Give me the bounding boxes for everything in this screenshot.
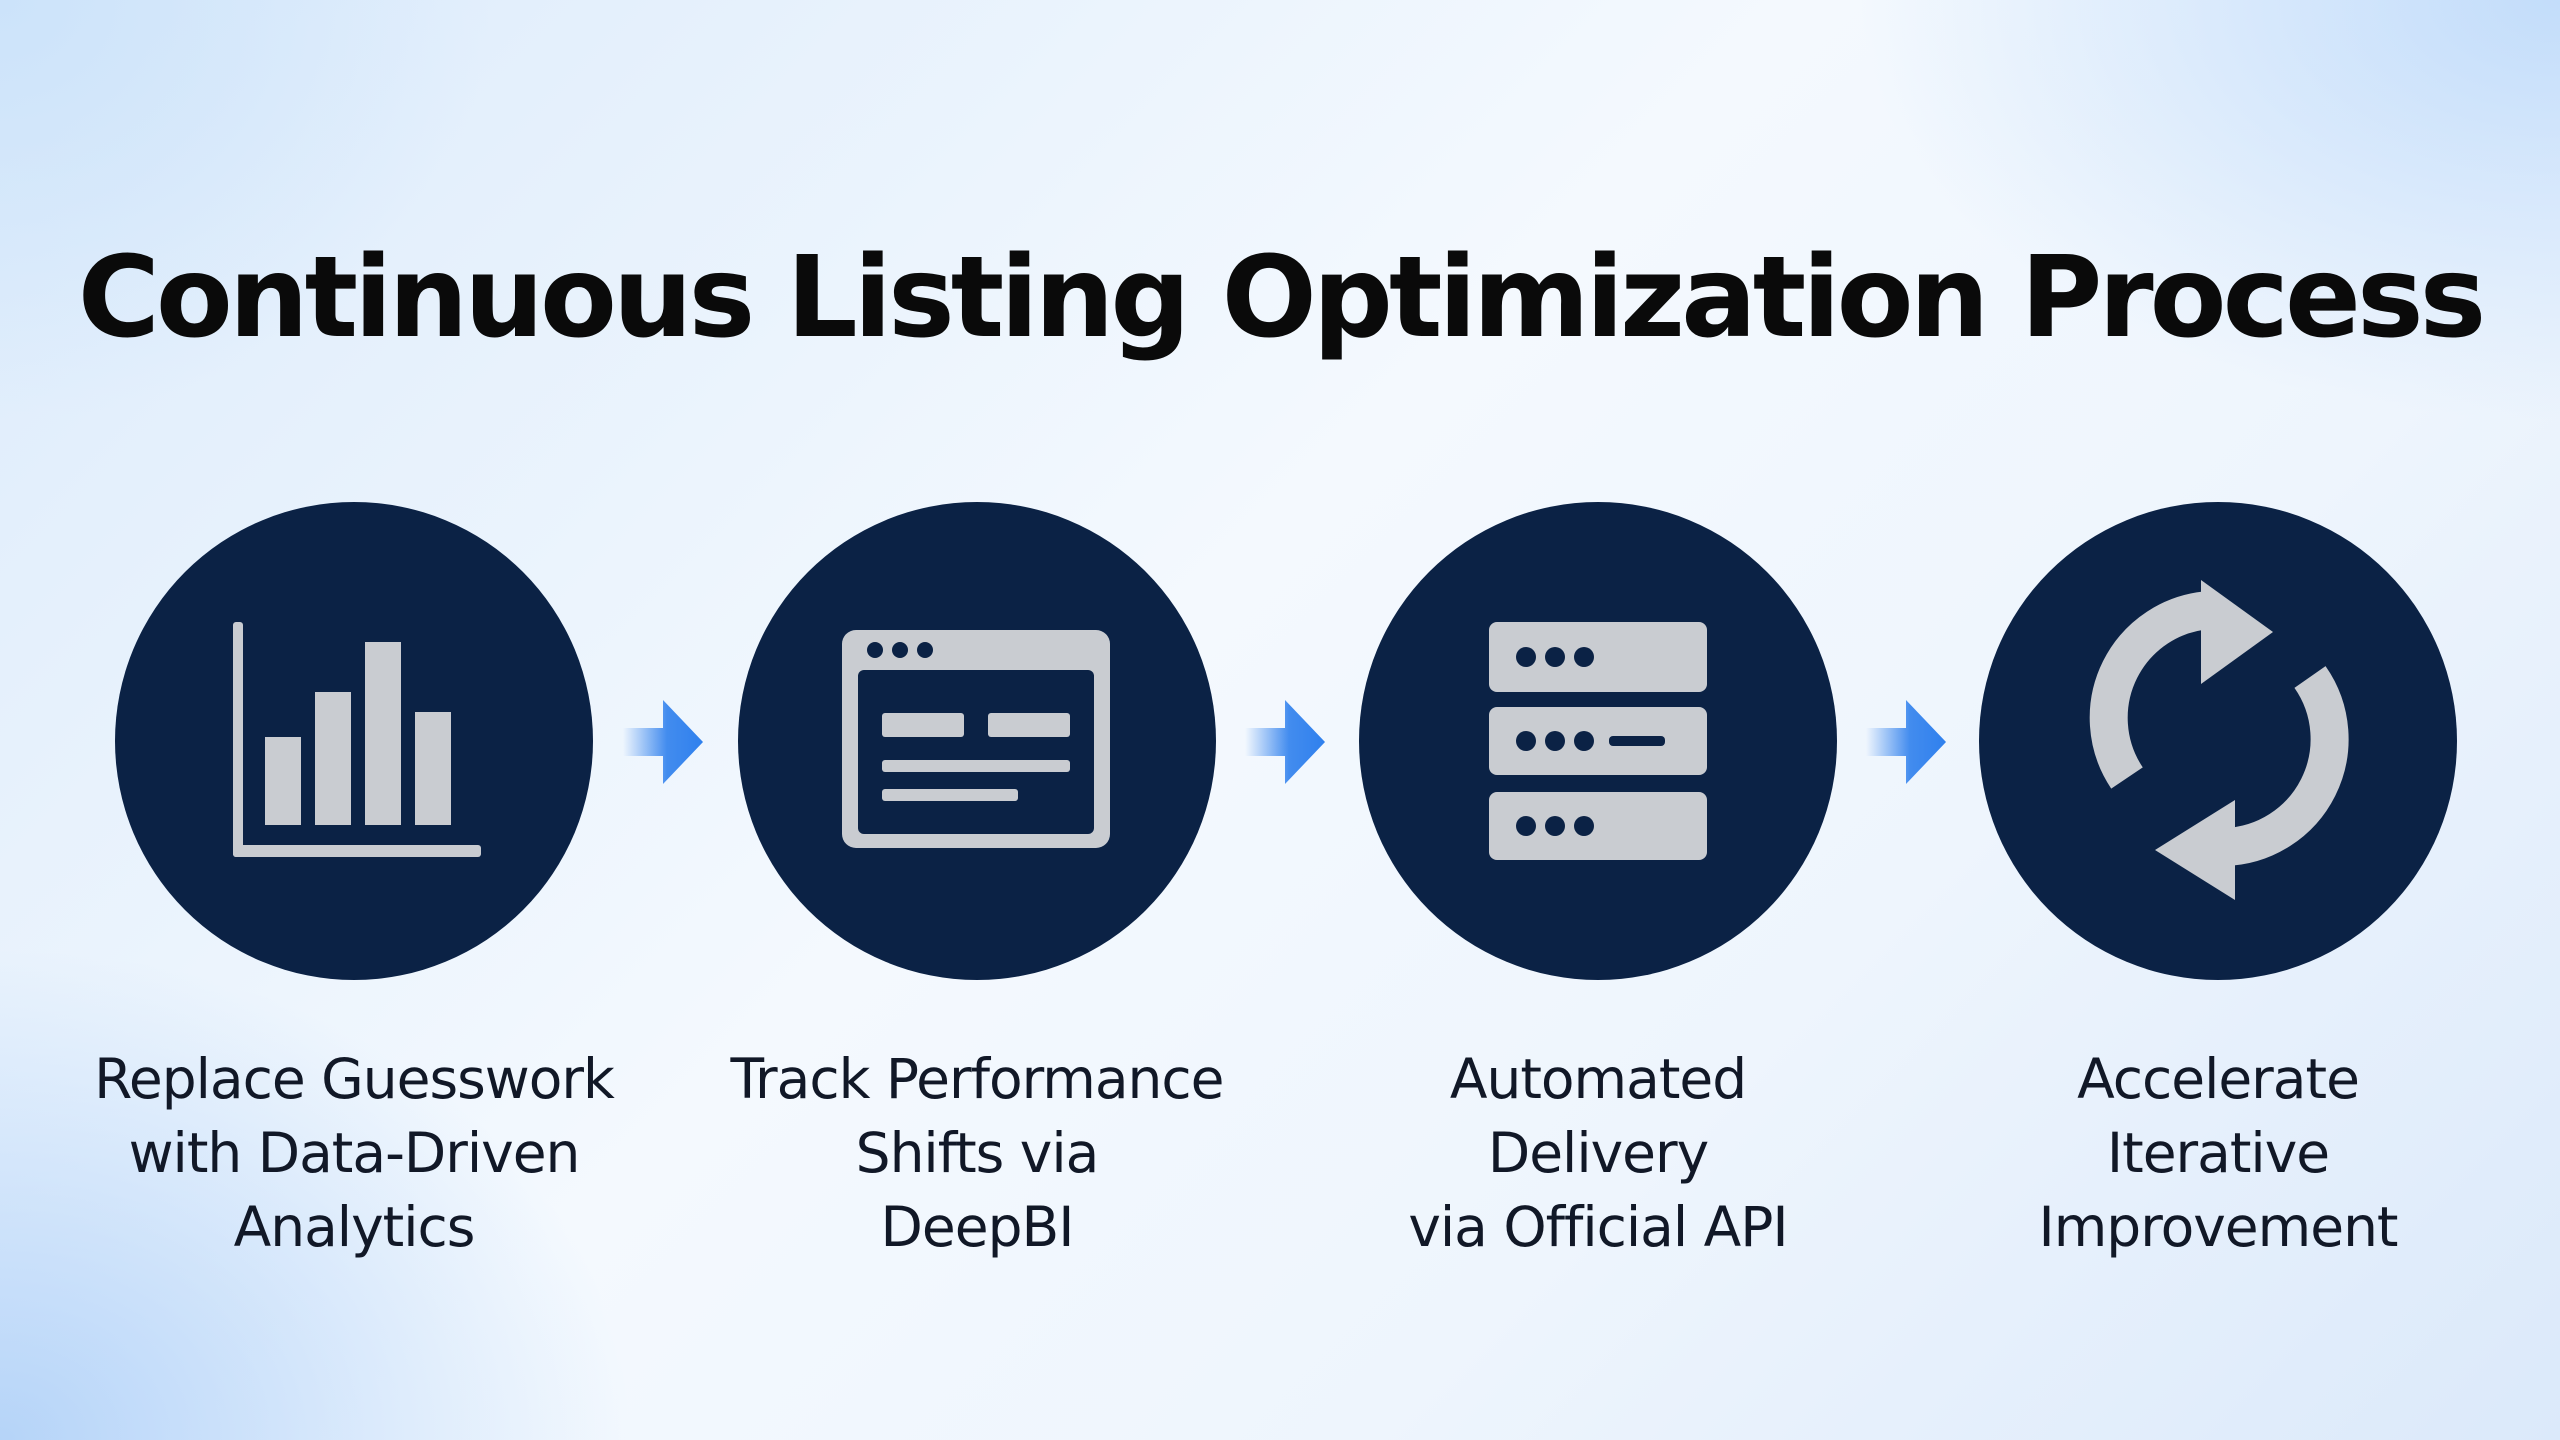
browser-window-icon — [842, 630, 1110, 848]
step-1-label: Replace Guesswork with Data-Driven Analy… — [94, 1047, 615, 1259]
bar-chart-icon — [233, 622, 481, 857]
step-2-circle — [738, 502, 1216, 980]
page-title: Continuous Listing Optimization Process — [77, 233, 2487, 363]
arrow-right-icon — [623, 700, 703, 784]
step-3-label: Automated Delivery via Official API — [1408, 1047, 1788, 1259]
step-4-circle — [1979, 502, 2457, 980]
step-1-circle — [115, 502, 593, 980]
refresh-cycle-icon — [2089, 580, 2349, 900]
arrow-right-icon — [1245, 700, 1325, 784]
server-stack-icon — [1489, 622, 1707, 860]
step-4-label: Accelerate Iterative Improvement — [2038, 1047, 2399, 1259]
arrow-right-icon — [1866, 700, 1946, 784]
step-3-circle — [1359, 502, 1837, 980]
step-2-label: Track Performance Shifts via DeepBI — [730, 1047, 1225, 1259]
